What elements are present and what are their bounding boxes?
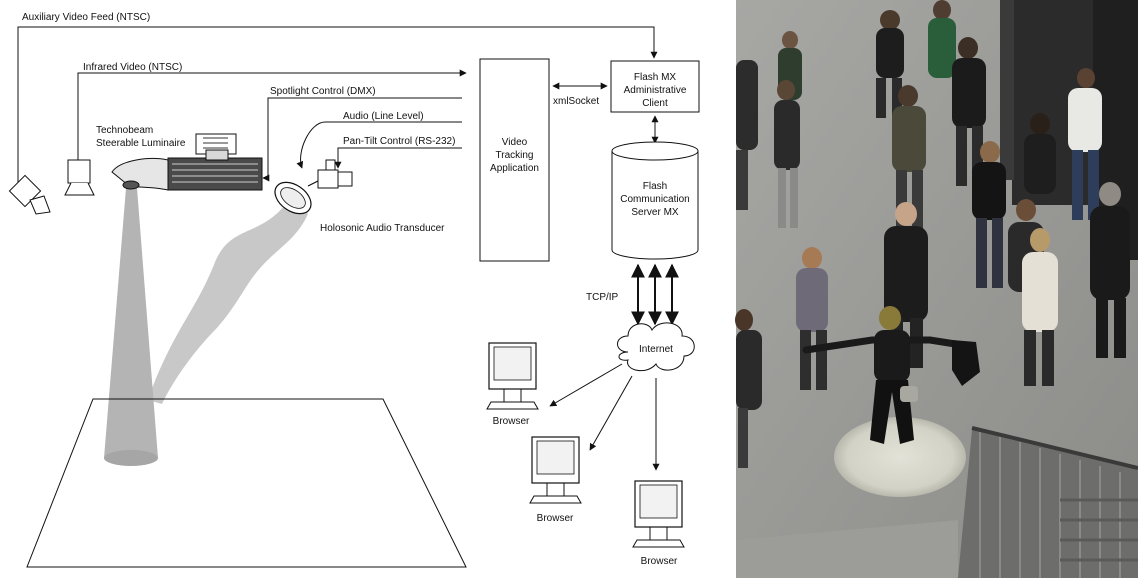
server-line1: Flash <box>643 181 667 192</box>
system-diagram: Auxiliary Video Feed (NTSC) Infrared Vid… <box>8 12 700 568</box>
spotlight-control-label: Spotlight Control (DMX) <box>270 86 376 97</box>
luminaire-line1: Technobeam <box>96 125 153 136</box>
camera-icon <box>8 174 51 215</box>
browser-label-2: Browser <box>537 513 574 524</box>
aux-video-label: Auxiliary Video Feed (NTSC) <box>22 12 150 23</box>
audio-label: Audio (Line Level) <box>343 111 424 122</box>
audio-transducer-label: Holosonic Audio Transducer <box>320 223 445 234</box>
floor-plane <box>26 398 467 568</box>
internet-label: Internet <box>639 344 673 355</box>
audio-beam <box>148 196 308 404</box>
tcpip-label: TCP/IP <box>586 292 619 303</box>
admin-client-line2: Administrative <box>624 85 687 96</box>
performer <box>802 306 980 444</box>
computer-monitor-icon <box>529 436 582 504</box>
admin-client-line1: Flash MX <box>634 72 677 83</box>
computer-monitor-icon <box>486 342 539 410</box>
video-tracking-line1: Video <box>502 137 528 148</box>
xmlsocket-label: xmlSocket <box>553 96 599 107</box>
video-tracking-line3: Application <box>490 163 539 174</box>
browser-label-1: Browser <box>493 416 530 427</box>
infrared-camera-icon <box>64 159 95 196</box>
browser-label-3: Browser <box>641 556 678 567</box>
photo-panel <box>735 0 1138 578</box>
light-cone <box>104 188 158 458</box>
luminaire-icon <box>111 133 263 191</box>
computer-monitor-icon <box>632 480 685 548</box>
video-tracking-box <box>479 58 550 262</box>
infrared-video-label: Infrared Video (NTSC) <box>83 62 182 73</box>
luminaire-line2: Steerable Luminaire <box>96 138 186 149</box>
admin-client-box <box>610 60 700 113</box>
admin-client-line3: Client <box>642 98 668 109</box>
audio-transducer-icon <box>274 159 353 215</box>
cloud-icon <box>617 322 695 372</box>
server-line3: Server MX <box>631 207 679 218</box>
video-tracking-line2: Tracking <box>496 150 534 161</box>
floor-spotlight <box>834 417 966 497</box>
server-line2: Communication <box>620 194 689 205</box>
pan-tilt-label: Pan-Tilt Control (RS-232) <box>343 136 455 147</box>
comm-server-cylinder <box>611 141 699 260</box>
